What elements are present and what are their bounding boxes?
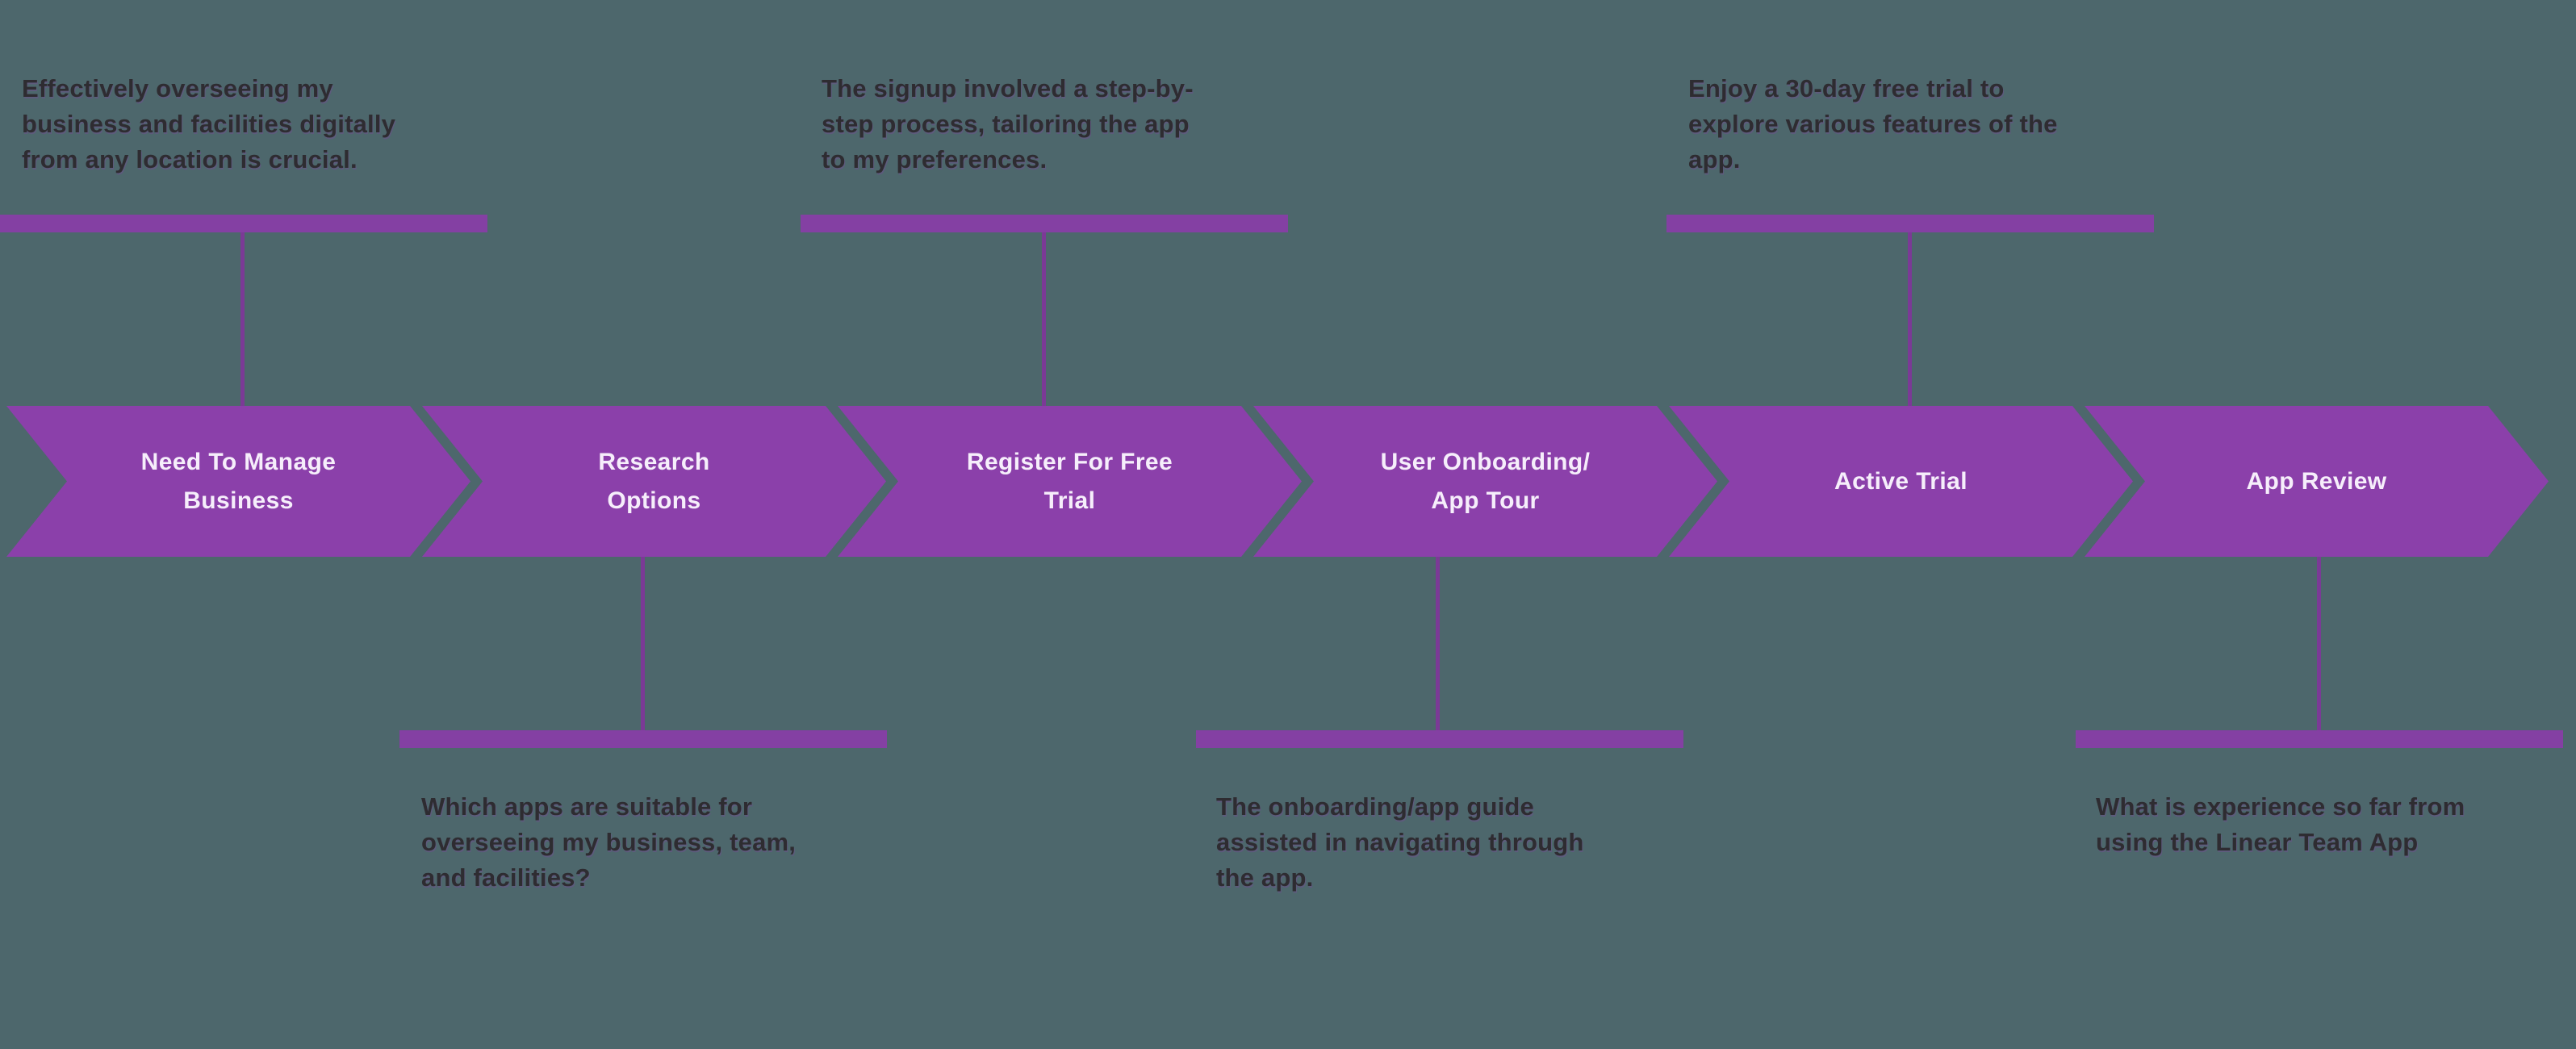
annotation-text-need: Effectively overseeing my business and f… (22, 74, 396, 173)
annotation-bar-research (399, 730, 887, 748)
chevron-stage-research-options: Research Options (422, 406, 886, 557)
stage-label: Active Trial (1834, 467, 1968, 495)
stage-label: User Onboarding/ App Tour (1380, 448, 1591, 514)
connector-line-research (641, 557, 645, 730)
annotation-bar-trial (1666, 215, 2154, 232)
connector-line-onboarding (1436, 557, 1440, 730)
annotation-bar-need (0, 215, 487, 232)
connector-line-need (240, 232, 245, 406)
stage-label: Research Options (598, 448, 710, 514)
annotation-bar-register (801, 215, 1288, 232)
annotation-text-review: What is experience so far from using the… (2096, 792, 2465, 856)
chevron-stage-register-for-free-trial: Register For Free Trial (838, 406, 1302, 557)
annotation-text-research: Which apps are suitable for overseeing m… (421, 792, 797, 892)
annotation-bar-onboarding (1196, 730, 1683, 748)
connector-line-trial (1908, 232, 1912, 406)
connector-line-review (2317, 557, 2321, 730)
stage-label: Need To Manage Business (140, 448, 337, 514)
chevron-stage-app-review: App Review (2085, 406, 2549, 557)
annotation-text-trial: Enjoy a 30-day free trial to explore var… (1688, 74, 2058, 173)
chevron-stage-active-trial: Active Trial (1669, 406, 2133, 557)
annotation-bar-review (2076, 730, 2563, 748)
annotation-text-register: The signup involved a step-by- step proc… (822, 74, 1194, 173)
chevron-stage-user-onboarding-app-tour: User Onboarding/ App Tour (1253, 406, 1717, 557)
stage-label: App Review (2246, 467, 2387, 495)
annotation-text-onboarding: The onboarding/app guide assisted in nav… (1216, 792, 1584, 892)
connector-line-register (1042, 232, 1046, 406)
stage-label: Register For Free Trial (966, 448, 1173, 514)
chevron-stage-need-to-manage-business: Need To Manage Business (6, 406, 470, 557)
